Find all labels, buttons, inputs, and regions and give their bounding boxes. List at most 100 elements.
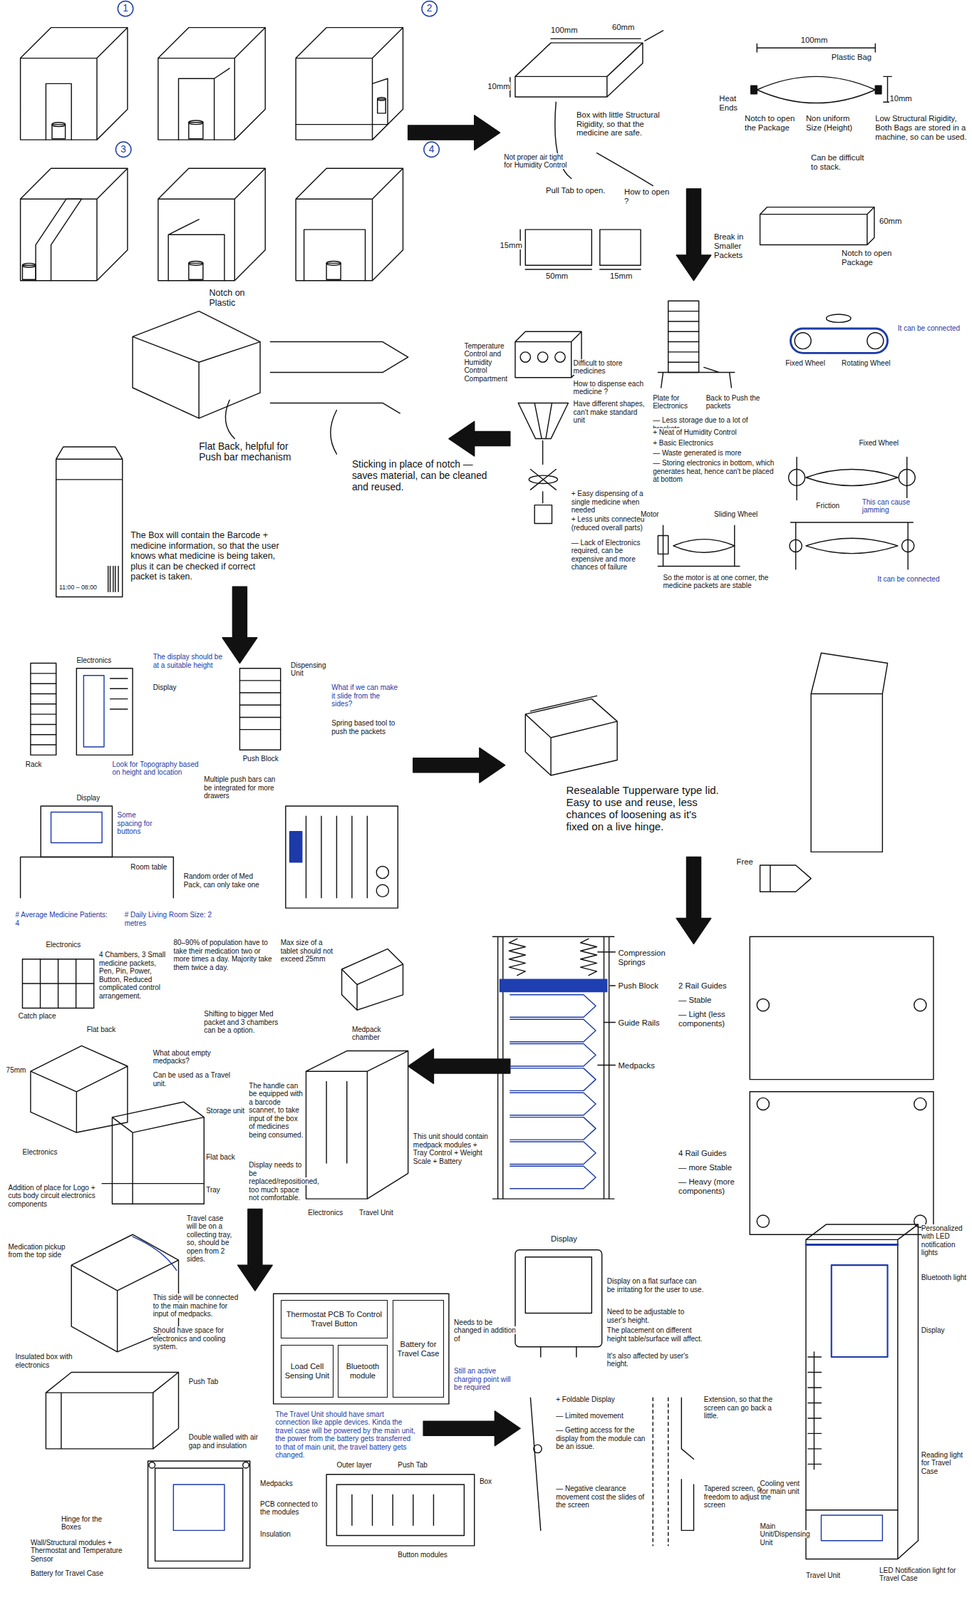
note-text: Personalized with LED notification light… xyxy=(921,1224,963,1258)
note-text: Push Tab xyxy=(397,1460,428,1469)
note-text: Room table xyxy=(130,862,167,871)
sketch-stroke xyxy=(534,505,552,524)
note-text: Pull Tab to open. xyxy=(545,185,606,195)
sketch-stroke xyxy=(652,1397,668,1546)
annotation: Double walled with air gap and insulatio… xyxy=(188,1433,271,1450)
sketch-stroke xyxy=(239,680,281,730)
note-text: 4 Rail Guides xyxy=(678,1148,727,1158)
sketch-stroke xyxy=(756,1215,769,1228)
sketch-stroke xyxy=(657,535,668,555)
sketch-stroke xyxy=(657,525,740,566)
note-text: Button modules xyxy=(397,1550,448,1559)
note-text: Catch place xyxy=(18,1011,57,1020)
annotation: Should have space for electronics and co… xyxy=(153,1326,241,1352)
note-text: Notch to open Package xyxy=(841,248,892,267)
note-text: Medpacks xyxy=(260,1479,293,1488)
annotation: + Less units connected (reduced overall … xyxy=(571,515,645,532)
sketch-stroke xyxy=(342,948,404,1010)
sketch-stroke xyxy=(421,0,437,16)
note-text: How to open ? xyxy=(624,187,670,206)
callout-circles xyxy=(115,0,439,157)
annotation: So the motor is at one corner, the medic… xyxy=(663,573,782,591)
sketch-stroke xyxy=(826,314,851,323)
note-text: Display xyxy=(76,793,100,802)
annotation: Catch place xyxy=(18,1011,60,1021)
annotation: Random order of Med Pack, can only take … xyxy=(183,872,261,889)
note-text: Rotating Wheel xyxy=(841,359,891,367)
note-text: Low Structural Rigidity, Both Bags are s… xyxy=(875,114,967,142)
note-text: Can be used as a Travel unit. xyxy=(153,1071,231,1088)
annotation: Sticking in place of notch — saves mater… xyxy=(352,458,495,493)
annotation: Electronics xyxy=(307,1208,354,1218)
annotation: — Limited movement xyxy=(555,1411,648,1421)
sketch-stroke xyxy=(668,311,700,363)
sketch-stroke xyxy=(510,1043,596,1067)
annotation: 2 xyxy=(422,2,437,15)
sketch-stroke xyxy=(510,994,596,1189)
annotation: 100mm xyxy=(800,35,837,45)
note-text: Guide Rails xyxy=(618,1018,660,1027)
sketch-stroke xyxy=(30,673,57,745)
note-text: Outer layer xyxy=(336,1460,372,1469)
annotation: Some spacing for buttons xyxy=(117,810,159,836)
note-text: Friction xyxy=(815,501,840,510)
note-text: It's also affected by user's height. xyxy=(607,1351,689,1369)
note-text: — more Stable xyxy=(678,1162,732,1172)
annotation: Push Tab xyxy=(188,1377,230,1387)
sketch-stroke xyxy=(681,1397,694,1530)
note-text: 50mm xyxy=(545,271,568,281)
annotation: Storage unit xyxy=(205,1106,245,1116)
sketch-stroke xyxy=(515,1249,603,1347)
annotation: Push Tab xyxy=(397,1460,439,1470)
sketch-stroke xyxy=(875,85,882,94)
pcb-frame xyxy=(273,1293,449,1404)
annotation: — Light (less components) xyxy=(678,1009,748,1029)
sketch-stroke xyxy=(805,469,898,486)
sketch-stroke xyxy=(810,652,888,852)
sketch-stroke xyxy=(132,311,261,419)
note-text: Flat back xyxy=(205,1153,236,1161)
note-text: 4 Chambers, 3 Small medicine packets, Pe… xyxy=(99,950,166,1000)
note-text: Should have space for electronics and co… xyxy=(153,1326,226,1351)
annotation: Box xyxy=(479,1477,503,1486)
sketch-stroke xyxy=(751,85,758,94)
sketch-stroke xyxy=(115,141,131,157)
note-text: + Neat of Humidity Control xyxy=(652,428,737,437)
note-text: The Box will contain the Barcode + medic… xyxy=(130,530,279,582)
note-text: The handle can be equipped with a barcod… xyxy=(248,1081,303,1139)
annotation: Display xyxy=(921,1326,968,1335)
note-text: Heat Ends xyxy=(719,94,738,112)
sketch-stroke xyxy=(377,99,386,114)
note-text: Push Tab xyxy=(188,1377,219,1386)
note-text: The display should be at a suitable heig… xyxy=(153,652,223,670)
note-text: PCB connected to the modules xyxy=(260,1500,318,1517)
annotation: — Waste generated is more xyxy=(652,448,771,458)
sketch-stroke xyxy=(756,76,876,103)
annotation: It can be connected xyxy=(877,575,954,584)
sketch-stroke xyxy=(155,1467,243,1561)
note-text: Back to Push the packets xyxy=(706,394,761,411)
annotation: 4 Chambers, 3 Small medicine packets, Pe… xyxy=(99,950,171,1000)
sketch-stroke xyxy=(408,115,501,151)
sketch-stroke xyxy=(597,952,615,1066)
sketch-stroke xyxy=(790,328,888,353)
note-text: Display xyxy=(550,1234,578,1243)
note-text: Addition of place for Logo + cuts body c… xyxy=(8,1183,96,1208)
annotation: — more Stable xyxy=(678,1162,748,1173)
note-text: 15mm xyxy=(609,271,633,281)
note-text: Need to be adjustable to user's height. xyxy=(607,1307,685,1325)
sketch-stroke xyxy=(295,168,403,281)
annotation: Insulated box with electronics xyxy=(15,1352,103,1369)
annotation: Multiple push bars can be integrated for… xyxy=(203,775,281,801)
sketch-stroke xyxy=(376,865,389,878)
sketch-stroke xyxy=(448,421,511,457)
sketch-stroke xyxy=(110,678,128,710)
note-text: Some spacing for buttons xyxy=(117,810,153,836)
annotation: Low Structural Rigidity, Both Bags are s… xyxy=(875,114,968,142)
note-text: Travel case will be on a collecting tray… xyxy=(186,1214,232,1264)
sketch-stroke xyxy=(600,229,641,266)
sketch-stroke xyxy=(336,1484,464,1536)
note-text: + Foldable Display xyxy=(555,1395,615,1404)
note-text: Resealable Tupperware type lid. Easy to … xyxy=(566,783,720,834)
